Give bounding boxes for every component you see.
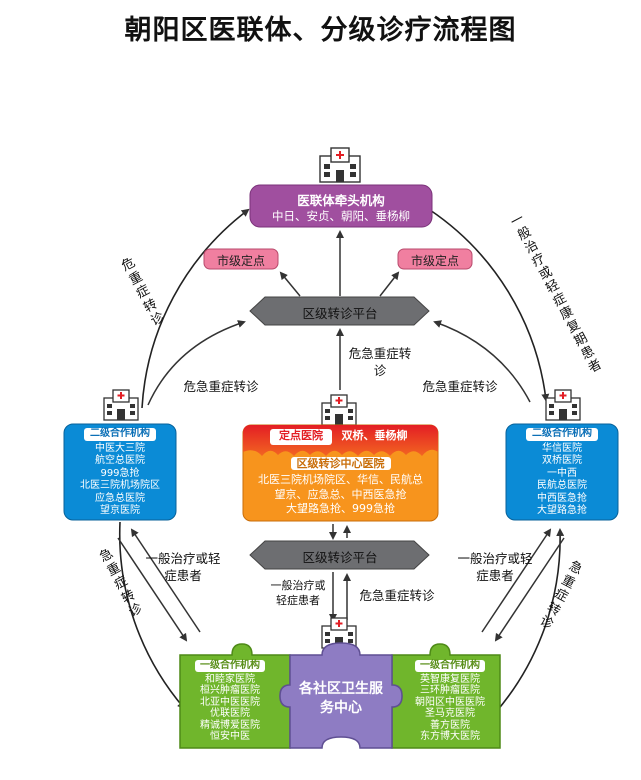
platform-top <box>249 296 430 326</box>
outer-arc-left-top <box>141 208 250 409</box>
left-secondary-item: 航空总医院 <box>95 455 145 466</box>
left-secondary-item: 望京医院 <box>100 505 140 516</box>
left-secondary-item: 中医大三院 <box>95 442 145 454</box>
right-primary-item: 东方博大医院 <box>420 731 480 742</box>
page-title: 朝阳区医联体、分级诊疗流程图 <box>124 15 517 46</box>
hospital-icon <box>321 394 357 426</box>
platform-top-label: 区级转诊平台 <box>302 306 378 321</box>
outer-arc-right-bottom <box>495 528 565 713</box>
label-general-left: 一般治疗或轻症患者 <box>145 551 221 583</box>
lead-box <box>249 184 433 228</box>
designated-names: 双桥、垂杨柳 <box>341 429 408 442</box>
center-title: 区级转诊中心医院 <box>290 457 391 470</box>
left-secondary-box <box>63 423 177 521</box>
left-secondary-content: 二级合作机构 中医大三院 航空总医院 999急抢 北医三院机场院区 应急总医院 … <box>64 428 176 518</box>
right-secondary-item: 华信医院 <box>542 442 582 454</box>
left-primary-content: 一级合作机构 和睦家医院 桓兴肿瘤医院 北亚中医医院 优联医院 精诚博爱医院 恒… <box>180 660 280 743</box>
designated-label-bg <box>270 429 332 445</box>
city-point-left <box>203 248 279 270</box>
center-line: 望京、应急总、中西医急抢 <box>274 487 407 501</box>
label-general-bottom: 一般治疗或轻症患者 <box>270 579 326 607</box>
left-primary-title: 一级合作机构 <box>195 660 265 672</box>
right-primary-item: 朝阳区中医医院 <box>415 696 485 708</box>
city-point-right-label: 市级定点 <box>410 254 459 268</box>
right-secondary-box <box>505 423 619 521</box>
left-primary-item: 优联医院 <box>210 708 250 719</box>
right-secondary-item: 民航总医院 <box>537 480 587 491</box>
left-primary-item: 桓兴肿瘤医院 <box>200 685 260 696</box>
center-content: 定点医院 双桥、垂杨柳 区级转诊中心医院 北医三院机场院区、华信、民航总 望京、… <box>243 425 438 517</box>
center-line: 大望路急抢、999急抢 <box>286 502 395 515</box>
outer-arc-right-top <box>429 209 550 402</box>
hospital-icon <box>319 147 361 183</box>
right-primary-content: 一级合作机构 英智康复医院 三环肿瘤医院 朝阳区中医医院 圣马克医院 善方医院 … <box>400 660 500 743</box>
right-secondary-title: 二级合作机构 <box>526 428 598 441</box>
hospital-icon <box>103 389 139 421</box>
label-emergency-bottom: 危急重症转诊 <box>359 588 435 603</box>
community-label: 各社区卫生服务中心 <box>299 681 383 716</box>
city-point-left-label: 市级定点 <box>216 254 265 268</box>
right-primary-item: 三环肿瘤医院 <box>420 685 480 696</box>
right-primary-item: 善方医院 <box>430 719 470 731</box>
platform-bottom <box>249 540 430 570</box>
right-secondary-item: 中西医急抢 <box>537 492 587 504</box>
lead-title: 医联体牵头机构 <box>297 193 385 208</box>
left-primary-item: 和睦家医院 <box>205 673 255 685</box>
left-primary-item: 北亚中医医院 <box>200 696 260 708</box>
hospital-icon <box>545 389 581 421</box>
right-primary-item: 英智康复医院 <box>420 673 480 685</box>
label-emergency-right: 危急重症转诊 <box>422 379 498 394</box>
right-secondary-item: 双桥医院 <box>542 455 582 466</box>
left-primary-item: 精诚博爱医院 <box>200 719 260 731</box>
city-point-right <box>397 248 473 270</box>
center-line: 北医三院机场院区、华信、民航总 <box>258 473 423 486</box>
right-secondary-item: 一中西 <box>547 467 577 479</box>
right-secondary-content: 二级合作机构 华信医院 双桥医院 一中西 民航总医院 中西医急抢 大望路急抢 <box>506 428 618 518</box>
label-general-right: 一般治疗或轻症患者 <box>457 551 533 583</box>
label-emergency-left: 危急重症转诊 <box>183 379 259 394</box>
left-secondary-item: 北医三院机场院区 <box>80 480 160 491</box>
right-primary-item: 圣马克医院 <box>425 708 475 719</box>
puzzle-center <box>279 642 403 749</box>
label-emergency-center: 危急重症转诊 <box>348 346 412 378</box>
left-secondary-item: 999急抢 <box>100 467 140 479</box>
right-primary-title: 一级合作机构 <box>415 660 485 672</box>
right-secondary-item: 大望路急抢 <box>537 505 587 516</box>
lead-members: 中日、安贞、朝阳、垂杨柳 <box>272 209 410 223</box>
outer-arc-left-bottom <box>118 521 186 710</box>
designated-label: 定点医院 <box>279 429 323 442</box>
left-secondary-item: 应急总医院 <box>95 492 145 504</box>
left-primary-item: 恒安中医 <box>210 731 250 742</box>
platform-bottom-label: 区级转诊平台 <box>302 550 378 565</box>
left-secondary-title: 二级合作机构 <box>84 428 156 441</box>
